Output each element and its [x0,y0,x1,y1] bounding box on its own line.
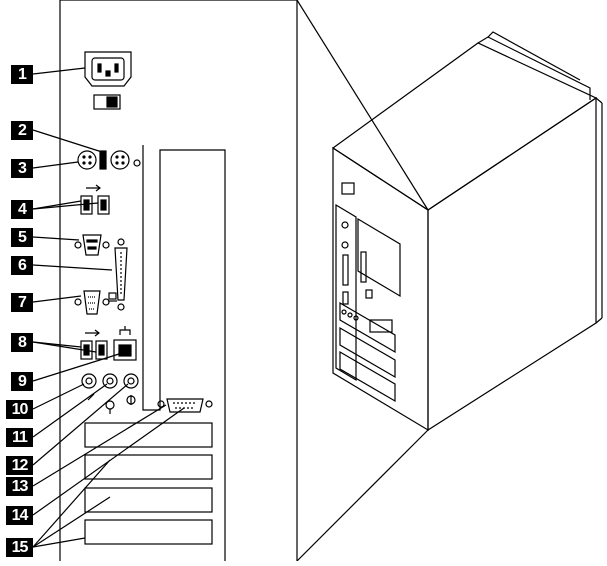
callout-2: 2 [11,121,33,140]
parallel-connector [115,239,127,310]
leader-lines [33,68,184,547]
serial-connector [75,235,109,255]
callout-9: 9 [11,372,33,391]
callout-6: 6 [11,256,33,275]
video-connector [75,291,117,314]
expansion-slots [85,423,212,544]
callout-1: 1 [11,65,33,84]
power-connector [85,52,131,86]
audio-jacks [82,374,138,414]
callout-10: 10 [6,400,33,419]
callout-15: 15 [6,538,33,557]
callout-12: 12 [6,456,33,475]
callout-5: 5 [11,228,33,247]
zoom-lines [297,0,428,561]
callout-4: 4 [11,200,33,219]
callout-8: 8 [11,333,33,352]
usb-connectors-top [81,185,109,214]
usb-connectors-lower [81,330,107,359]
callout-7: 7 [11,293,33,312]
voltage-switch [94,95,120,109]
mouse-keyboard-connectors [78,151,140,169]
computer-tower [333,32,602,430]
callout-11: 11 [6,428,33,447]
callout-3: 3 [11,159,33,178]
callout-14: 14 [6,506,33,525]
callout-13: 13 [6,477,33,496]
